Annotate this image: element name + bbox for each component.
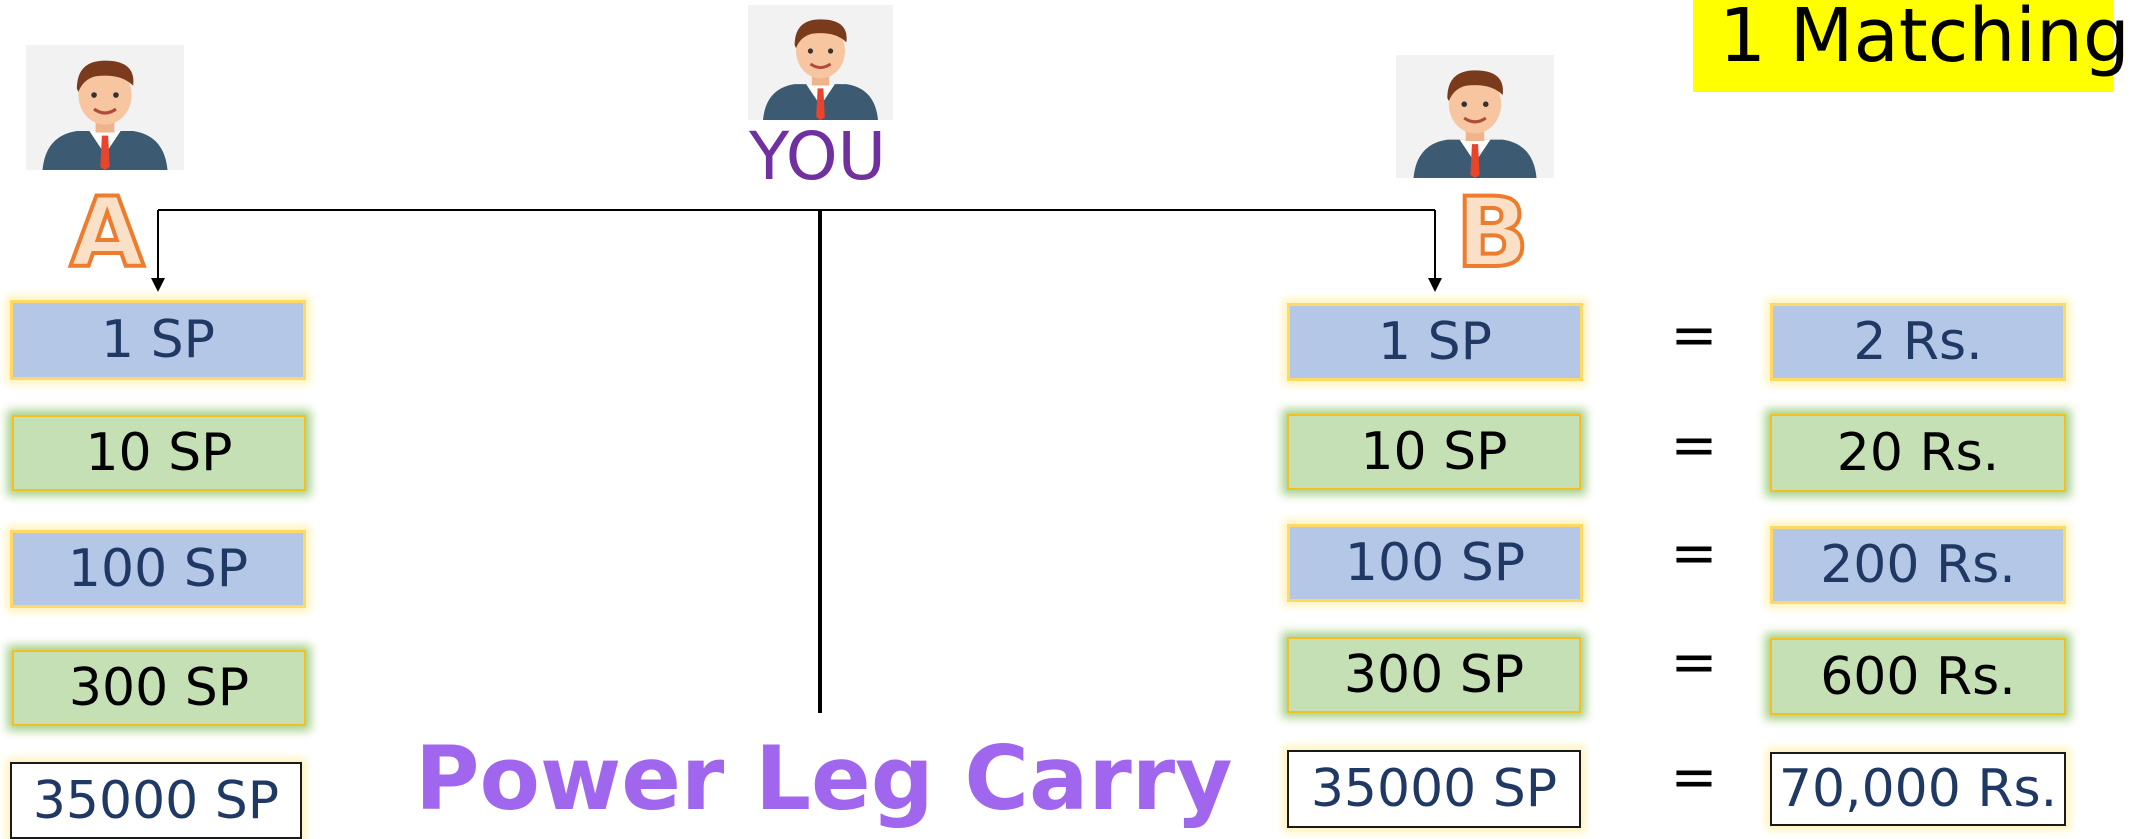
you-label: YOU <box>749 118 886 195</box>
right-leg-sp-box: 100 SP <box>1287 524 1583 602</box>
person-b-avatar-icon <box>1396 55 1554 178</box>
title-banner: 1 Matching <box>1693 0 2130 92</box>
left-leg-box: 100 SP <box>10 530 306 608</box>
right-leg-rs-box: 200 Rs. <box>1770 526 2066 604</box>
left-leg-box: 300 SP <box>12 650 306 726</box>
right-leg-rs-box: 20 Rs. <box>1770 414 2066 492</box>
right-leg-rs-box: 600 Rs. <box>1770 638 2066 715</box>
right-leg-sp-box: 35000 SP <box>1287 750 1581 828</box>
equals-sign: = <box>1670 413 1718 478</box>
equals-sign: = <box>1670 303 1718 368</box>
right-leg-rs-box: 2 Rs. <box>1770 303 2066 381</box>
equals-sign: = <box>1670 521 1718 586</box>
left-leg-box: 1 SP <box>10 300 306 380</box>
right-leg-sp-box: 300 SP <box>1287 637 1581 713</box>
you-avatar-icon <box>748 5 893 120</box>
power-leg-carry-caption: Power Leg Carry <box>415 727 1233 830</box>
equals-sign: = <box>1670 745 1718 810</box>
left-leg-box: 35000 SP <box>10 762 302 839</box>
right-leg-sp-box: 1 SP <box>1287 303 1583 381</box>
person-b-label: B <box>1454 177 1531 289</box>
right-leg-rs-box: 70,000 Rs. <box>1770 752 2066 826</box>
equals-sign: = <box>1670 630 1718 695</box>
person-a-label: A <box>68 177 146 289</box>
person-a-avatar-icon <box>26 45 184 170</box>
left-leg-box: 10 SP <box>12 415 306 491</box>
right-leg-sp-box: 10 SP <box>1287 414 1581 490</box>
